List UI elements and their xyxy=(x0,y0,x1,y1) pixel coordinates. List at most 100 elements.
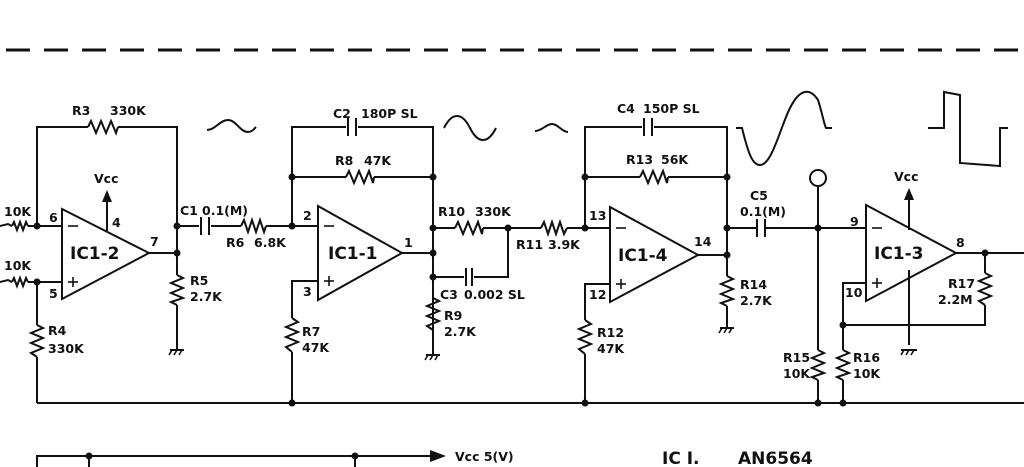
pin-number: 4 xyxy=(112,215,121,230)
r7-name: R7 xyxy=(302,324,320,339)
resistor-r17 xyxy=(976,272,994,306)
vcc-label: Vcc xyxy=(894,169,919,184)
opamp-label: IC1-3 xyxy=(874,244,924,264)
pin-number: 10 xyxy=(845,285,863,300)
opamp-ic1-1 xyxy=(317,204,405,302)
capacitor-c2 xyxy=(347,118,357,136)
r17-value: 2.2M xyxy=(938,292,973,307)
r8-name: R8 xyxy=(335,153,353,168)
r9-name: R9 xyxy=(444,308,462,323)
input-resistor-1 xyxy=(11,219,29,233)
pin-number: 12 xyxy=(589,287,606,302)
capacitor-c1 xyxy=(200,217,210,235)
junction-dots xyxy=(33,173,989,407)
resistor-r11 xyxy=(540,218,568,238)
resistor-r3 xyxy=(87,118,119,136)
pin-number: 5 xyxy=(49,286,58,301)
r16-name: R16 xyxy=(853,350,880,365)
resistors xyxy=(11,118,994,381)
capacitors xyxy=(200,118,766,286)
c1-name: C1 xyxy=(180,203,198,218)
r10-name: R10 xyxy=(438,204,465,219)
small-sine-wave-icon xyxy=(206,118,257,134)
input-resistor-label: 10K xyxy=(4,258,32,273)
square-wave-icon xyxy=(928,90,1008,168)
r4-value: 330K xyxy=(48,341,85,356)
ground-icon xyxy=(900,349,917,356)
ground-icon xyxy=(424,354,440,361)
pin-number: 3 xyxy=(303,284,312,299)
sine-wave-icon xyxy=(443,115,497,141)
large-sine-wave-icon xyxy=(736,90,832,167)
c5-value: 0.1(M) xyxy=(740,204,786,219)
r8-value: 47K xyxy=(364,153,392,168)
r3-value: 330K xyxy=(110,103,147,118)
pin-number: 13 xyxy=(589,208,606,223)
c5-name: C5 xyxy=(750,188,768,203)
resistor-r15 xyxy=(809,349,827,381)
r5-name: R5 xyxy=(190,273,208,288)
r16-value: 10K xyxy=(853,366,881,381)
opamp-label: IC1-4 xyxy=(618,246,668,266)
ic-title: IC I. xyxy=(662,449,700,467)
supply-label: Vcc 5(V) xyxy=(455,449,514,464)
resistor-r12 xyxy=(576,319,594,355)
r15-value: 10K xyxy=(783,366,811,381)
capacitor-c4 xyxy=(643,118,653,136)
pin-number: 8 xyxy=(956,235,965,250)
r10-value: 330K xyxy=(475,204,512,219)
vcc-label: Vcc xyxy=(94,171,119,186)
pin-number: 2 xyxy=(303,208,312,223)
r6-name: R6 xyxy=(226,235,245,250)
resistor-r7 xyxy=(283,317,301,353)
pin-number: 6 xyxy=(49,210,58,225)
r6-value: 6.8K xyxy=(254,235,287,250)
r12-value: 47K xyxy=(597,341,625,356)
r5-value: 2.7K xyxy=(190,289,223,304)
pin-number: 1 xyxy=(404,235,413,250)
resistor-r9 xyxy=(424,297,442,331)
r13-name: R13 xyxy=(626,152,653,167)
opamp-ic1-4 xyxy=(609,205,701,304)
pin-number: 7 xyxy=(150,234,159,249)
pin-number: 9 xyxy=(850,214,859,229)
c2-value: 180P SL xyxy=(361,106,418,121)
labels: 10K 10K IC1-2 IC1-1 IC1-4 IC1-3 Vcc Vcc … xyxy=(4,101,975,467)
opamp-ic1-3 xyxy=(865,188,959,303)
resistor-r6 xyxy=(240,216,267,236)
c3-value: 0.002 SL xyxy=(464,287,525,302)
input-resistor-label: 10K xyxy=(4,204,32,219)
opamp-ic1-2 xyxy=(61,190,152,301)
pin-number: 14 xyxy=(694,234,712,249)
r3-name: R3 xyxy=(72,103,90,118)
ground-symbols xyxy=(168,327,917,361)
resistor-r13 xyxy=(639,168,669,186)
r15-name: R15 xyxy=(783,350,810,365)
supply-block xyxy=(36,450,446,467)
resistor-r10 xyxy=(454,219,484,237)
resistor-r8 xyxy=(345,168,375,186)
c1-value: 0.1(M) xyxy=(202,203,248,218)
r11-value: 3.9K xyxy=(548,237,581,252)
waveform-icons xyxy=(206,90,1008,168)
r11-name: R11 xyxy=(516,237,543,252)
r7-value: 47K xyxy=(302,340,330,355)
r12-name: R12 xyxy=(597,325,624,340)
capacitor-c5 xyxy=(756,219,766,237)
r9-value: 2.7K xyxy=(444,324,477,339)
r4-name: R4 xyxy=(48,323,67,338)
ground-icon xyxy=(168,349,184,356)
resistor-r14 xyxy=(718,275,736,307)
resistor-r16 xyxy=(834,349,852,381)
resistor-r4 xyxy=(28,324,46,358)
r13-value: 56K xyxy=(661,152,689,167)
opamp-label: IC1-1 xyxy=(328,244,378,264)
c3-name: C3 xyxy=(440,287,458,302)
ic-part-number: AN6564 xyxy=(738,449,813,467)
capacitor-c3 xyxy=(465,268,473,286)
c4-name: C4 xyxy=(617,101,635,116)
r14-value: 2.7K xyxy=(740,293,773,308)
opamp-label: IC1-2 xyxy=(70,244,120,264)
c2-name: C2 xyxy=(333,106,351,121)
